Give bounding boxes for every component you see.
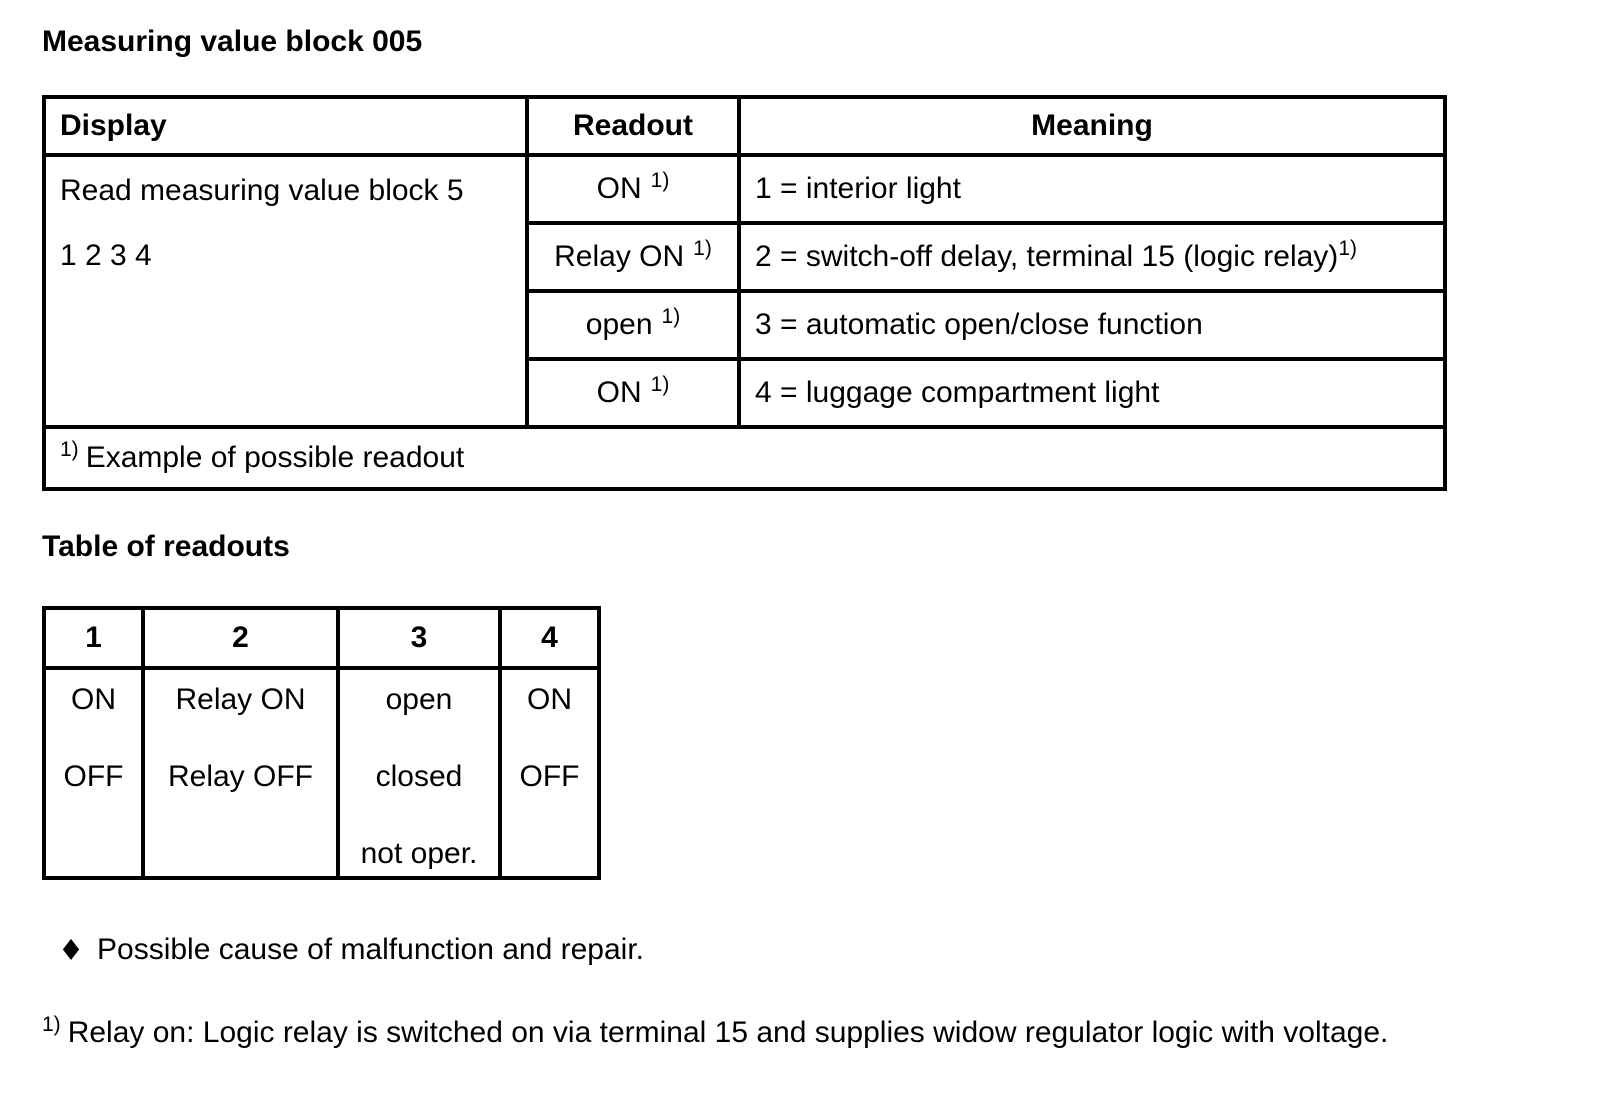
- readout-cell: ON 1): [525, 153, 741, 225]
- footnote-marker: 1): [661, 305, 681, 328]
- value-line: ON: [71, 683, 116, 716]
- readout-cell: Relay ON 1): [525, 221, 741, 293]
- footnote-marker: 1): [1338, 237, 1357, 260]
- table-row: Relay ON 1) 2 = switch-off delay, termina…: [44, 221, 1447, 293]
- display-column-header: Display: [42, 95, 529, 157]
- meaning-cell: 3 = automatic open/close function: [737, 289, 1447, 361]
- readout-column-header: Readout: [525, 95, 741, 157]
- meaning-cell: 2 = switch-off delay, terminal 15 (logic…: [737, 221, 1447, 293]
- column-3-values: open closed not oper.: [336, 666, 502, 880]
- column-2-values: Relay ON Relay OFF: [141, 666, 340, 880]
- footnote-marker: 1): [693, 237, 712, 260]
- display-digits: 1 2 3 4: [60, 239, 152, 272]
- meaning-value: 1 = interior light: [755, 172, 961, 205]
- footnote-marker: 1): [650, 373, 670, 396]
- table-header-row: Display Readout Meaning: [42, 95, 1447, 157]
- column-2-header: 2: [141, 606, 340, 670]
- meaning-cell: 4 = luggage compartment light: [737, 357, 1447, 429]
- column-3-header: 3: [336, 606, 502, 670]
- table-row: Read measuring value block 5 1 2 3 4 ON 1…: [42, 153, 1447, 429]
- document-page: Measuring value block 005 Display Readou…: [42, 25, 1600, 1055]
- readout-cell: ON 1): [525, 357, 741, 429]
- meaning-value: 3 = automatic open/close function: [755, 308, 1203, 341]
- footnote-marker: 1): [650, 169, 670, 192]
- measuring-value-table: Display Readout Meaning Read measuring v…: [42, 95, 1447, 491]
- table-footnote-row: 1) Example of possible readout: [42, 425, 1447, 491]
- readouts-table: 1 2 3 4 ON OFF Relay ON Relay OFF open c…: [42, 606, 601, 880]
- page-title: Measuring value block 005: [42, 25, 423, 58]
- table-footnote-text: Example of possible readout: [85, 441, 465, 474]
- display-cell: Read measuring value block 5 1 2 3 4: [42, 153, 529, 429]
- meaning-value: 2 = switch-off delay, terminal 15 (logic…: [755, 240, 1339, 273]
- readouts-header-row: 1 2 3 4: [42, 606, 601, 670]
- value-line: closed: [375, 760, 463, 793]
- column-4-header: 4: [498, 606, 601, 670]
- readouts-section-heading: Table of readouts: [42, 530, 290, 563]
- footnote-marker: 1): [42, 1013, 61, 1036]
- meaning-value: 4 = luggage compartment light: [755, 376, 1160, 409]
- column-1-values: ON OFF: [42, 666, 145, 880]
- value-line: Relay OFF: [167, 760, 314, 793]
- value-line: open: [385, 683, 453, 716]
- footnote-marker: 1): [60, 438, 79, 461]
- page-footnote-text: Relay on: Logic relay is switched on via…: [67, 1016, 1389, 1049]
- meaning-column-header: Meaning: [737, 95, 1447, 157]
- value-line: OFF: [63, 760, 124, 793]
- page-footnote: 1) Relay on: Logic relay is switched on v…: [42, 1013, 1600, 1055]
- table-footnote-cell: 1) Example of possible readout: [42, 425, 1447, 491]
- readout-value: Relay ON: [554, 240, 685, 273]
- value-line: ON: [527, 683, 572, 716]
- value-line: Relay ON: [175, 683, 306, 716]
- diamond-bullet-icon: ♦: [58, 933, 84, 967]
- column-1-header: 1: [42, 606, 145, 670]
- meaning-cell: 1 = interior light: [737, 153, 1447, 225]
- malfunction-bullet-row: ♦ Possible cause of malfunction and repa…: [42, 932, 1600, 968]
- readouts-values-row: ON OFF Relay ON Relay OFF open closed no…: [42, 666, 601, 880]
- value-line: OFF: [519, 760, 580, 793]
- table-row: open 1) 3 = automatic open/close function: [44, 289, 1447, 361]
- readout-cell: open 1): [525, 289, 741, 361]
- readout-value: open: [585, 308, 653, 341]
- malfunction-bullet-text: Possible cause of malfunction and repair…: [97, 933, 644, 966]
- column-4-values: ON OFF: [498, 666, 601, 880]
- table-row: ON 1) 4 = luggage compartment light: [44, 357, 1447, 429]
- readout-value: ON: [596, 376, 642, 409]
- display-instruction: Read measuring value block 5: [60, 174, 464, 207]
- readout-value: ON: [596, 172, 642, 205]
- value-line: not oper.: [360, 837, 478, 870]
